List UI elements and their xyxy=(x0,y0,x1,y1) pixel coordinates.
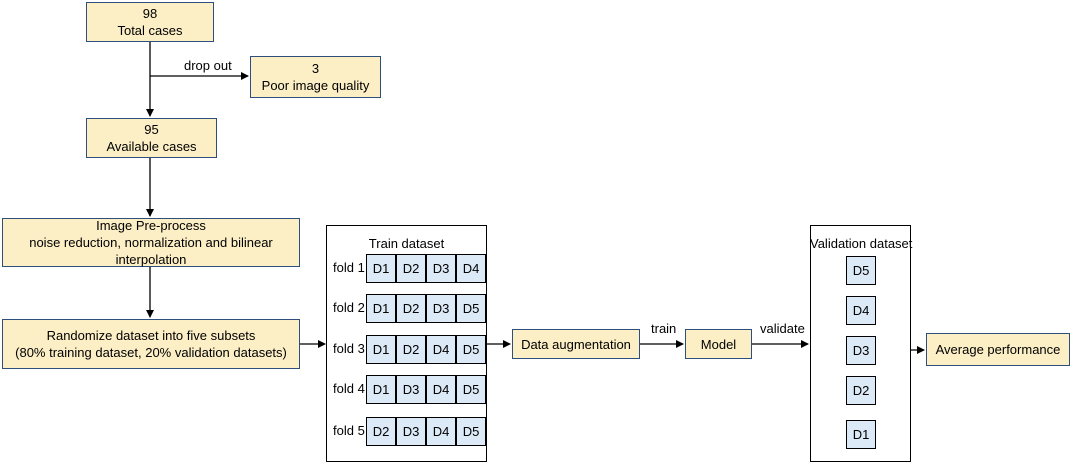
validation-subset-cell: D2 xyxy=(846,376,876,405)
train-subset-cell: D2 xyxy=(396,294,426,323)
dropout-edge-label: drop out xyxy=(184,58,232,73)
total-cases-box: 98 Total cases xyxy=(86,2,214,42)
poor-quality-count: 3 xyxy=(311,61,320,76)
poor-quality-label: Poor image quality xyxy=(261,78,370,93)
train-subset-cell: D4 xyxy=(426,335,456,364)
train-dataset-title: Train dataset xyxy=(368,236,445,251)
train-subset-cell: D1 xyxy=(366,335,396,364)
fold-label: fold 2 xyxy=(333,300,365,315)
preprocess-detail: noise reduction, normalization and bilin… xyxy=(29,235,273,267)
model-label: Model xyxy=(700,336,737,352)
available-cases-box: 95 Available cases xyxy=(86,118,217,158)
train-subset-cell: D4 xyxy=(426,375,456,404)
validate-edge-label: validate xyxy=(760,321,805,336)
train-subset-cell: D4 xyxy=(456,254,486,283)
randomize-title: Randomize dataset into five subsets xyxy=(46,328,256,343)
train-subset-cell: D5 xyxy=(456,294,486,323)
data-augmentation-box: Data augmentation xyxy=(512,329,640,359)
available-cases-label: Available cases xyxy=(106,139,197,154)
train-subset-cell: D5 xyxy=(456,335,486,364)
model-box: Model xyxy=(685,329,752,359)
fold-label: fold 4 xyxy=(333,381,365,396)
fold-label: fold 3 xyxy=(333,341,365,356)
total-cases-count: 98 xyxy=(142,6,158,21)
total-cases-label: Total cases xyxy=(117,23,183,38)
validation-subset-cell: D5 xyxy=(846,256,876,285)
validation-dataset-title: Validation dataset xyxy=(810,236,913,251)
train-subset-cell: D5 xyxy=(456,375,486,404)
randomize-box: Randomize dataset into five subsets (80%… xyxy=(2,319,300,369)
average-performance-label: Average performance xyxy=(935,342,1061,357)
train-subset-cell: D2 xyxy=(366,417,396,446)
preprocess-title: Image Pre-process xyxy=(96,218,206,233)
train-subset-cell: D5 xyxy=(456,417,486,446)
validation-subset-cell: D3 xyxy=(846,336,876,365)
train-subset-cell: D3 xyxy=(396,375,426,404)
validation-subset-cell: D4 xyxy=(846,296,876,325)
train-subset-cell: D3 xyxy=(396,417,426,446)
preprocess-box: Image Pre-process noise reduction, norma… xyxy=(2,218,300,267)
train-subset-cell: D3 xyxy=(426,294,456,323)
train-subset-cell: D1 xyxy=(366,294,396,323)
train-subset-cell: D2 xyxy=(396,335,426,364)
train-subset-cell: D1 xyxy=(366,375,396,404)
average-performance-box: Average performance xyxy=(926,333,1070,366)
fold-label: fold 5 xyxy=(333,423,365,438)
available-cases-count: 95 xyxy=(144,122,159,137)
validation-subset-cell: D1 xyxy=(846,420,876,449)
train-subset-cell: D1 xyxy=(366,254,396,283)
train-subset-cell: D2 xyxy=(396,254,426,283)
train-subset-cell: D4 xyxy=(426,417,456,446)
randomize-detail: (80% training dataset, 20% validation da… xyxy=(15,345,287,360)
train-subset-cell: D3 xyxy=(426,254,456,283)
poor-quality-box: 3 Poor image quality xyxy=(250,56,381,98)
train-edge-label: train xyxy=(651,321,677,336)
data-augmentation-label: Data augmentation xyxy=(521,336,631,352)
fold-label: fold 1 xyxy=(333,260,365,275)
